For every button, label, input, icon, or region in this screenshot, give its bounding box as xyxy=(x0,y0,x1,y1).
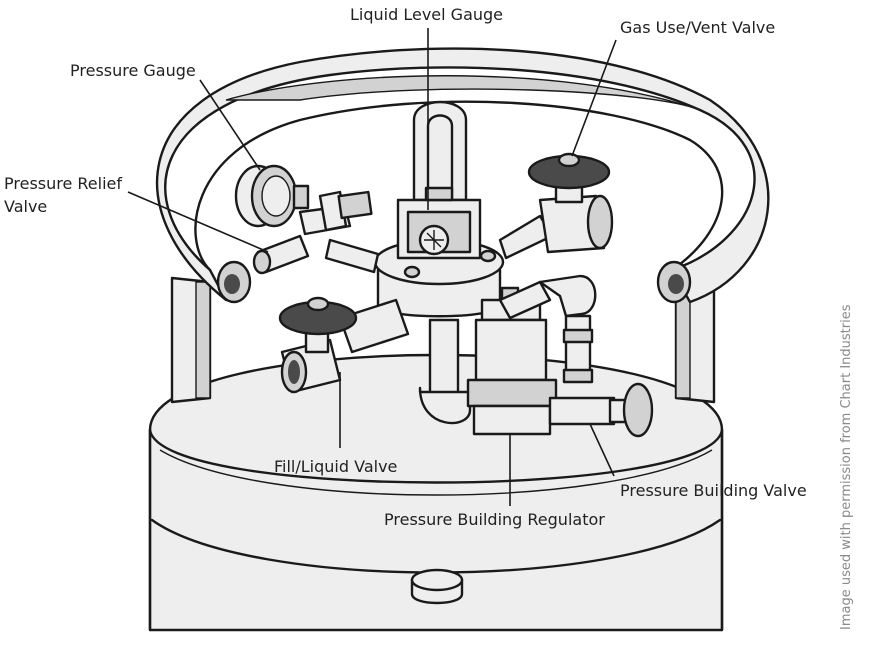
pressure-building-valve xyxy=(498,274,654,438)
label-pressure-relief-line2: Valve xyxy=(4,197,47,216)
label-pressure-gauge: Pressure Gauge xyxy=(70,61,196,80)
tank-plug xyxy=(410,568,464,605)
leader-gas-use-vent-valve xyxy=(571,39,617,157)
label-pressure-building-regulator: Pressure Building Regulator xyxy=(384,510,605,529)
leader-lines xyxy=(127,28,617,506)
pressure-gauge xyxy=(234,164,310,228)
label-pressure-building-valve: Pressure Building Valve xyxy=(620,481,807,500)
leader-pressure-building-valve xyxy=(589,423,615,477)
label-pressure-relief-line1: Pressure Relief xyxy=(4,174,122,193)
relief-valve-piping xyxy=(252,190,380,275)
liquid-level-gauge xyxy=(396,100,482,260)
gas-use-vent-valve xyxy=(498,152,614,260)
image-credit: Image used with permission from Chart In… xyxy=(839,304,854,630)
label-gas-use-vent-valve: Gas Use/Vent Valve xyxy=(620,18,775,37)
handle-ring xyxy=(155,47,770,304)
leader-pressure-relief-valve xyxy=(127,191,269,253)
handle-posts xyxy=(170,276,716,404)
leader-pressure-gauge xyxy=(199,79,261,171)
label-liquid-level-gauge: Liquid Level Gauge xyxy=(350,5,503,24)
label-fill-liquid-valve: Fill/Liquid Valve xyxy=(274,457,397,476)
